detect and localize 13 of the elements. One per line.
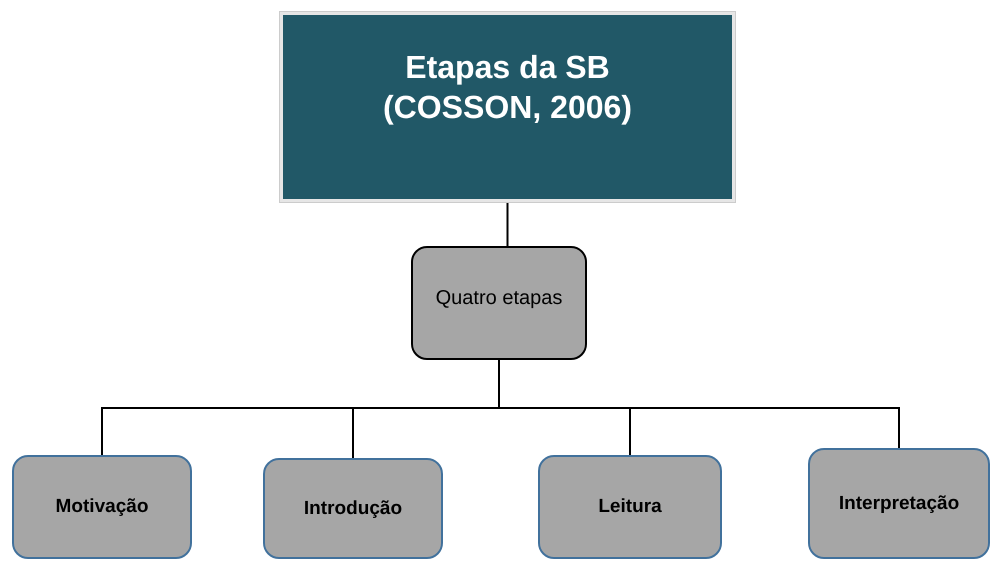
box-label: Etapas da SB (COSSON, 2006) xyxy=(382,48,633,127)
step-box xyxy=(538,455,722,559)
box-label: Interpretação xyxy=(838,492,960,514)
box-label: Introdução xyxy=(304,498,402,520)
box-label: Motivação xyxy=(56,496,148,518)
step-box xyxy=(12,455,192,559)
connector-line xyxy=(506,202,508,246)
step-box xyxy=(808,448,990,559)
step-box xyxy=(411,246,587,360)
box-label: Leitura xyxy=(598,496,662,518)
title-box xyxy=(280,12,735,202)
step-box xyxy=(263,458,443,559)
box-label: Quatro etapas xyxy=(436,286,562,310)
